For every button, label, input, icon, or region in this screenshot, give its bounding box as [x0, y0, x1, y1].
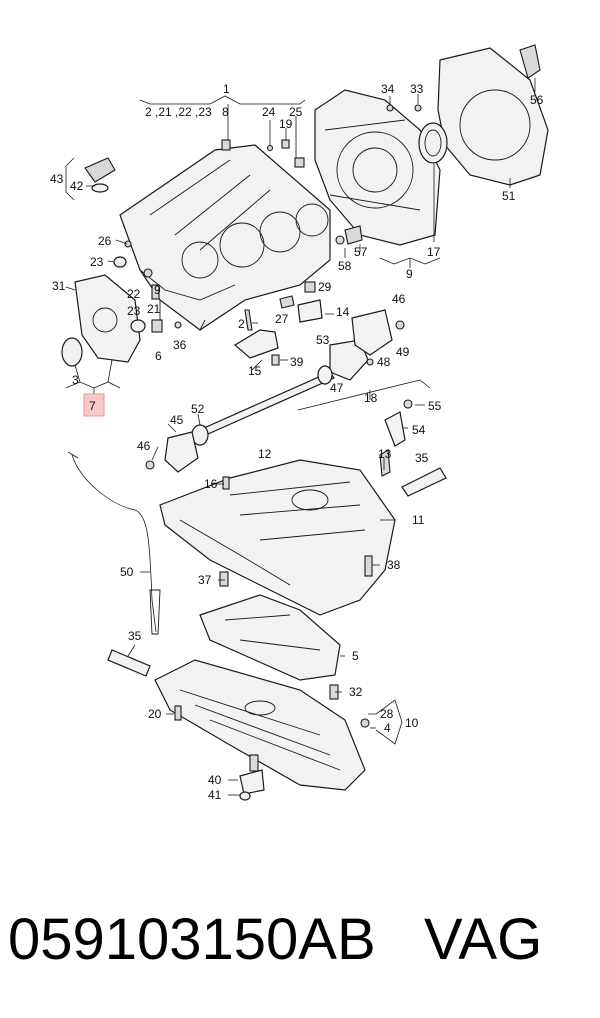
callout-52: 52	[191, 402, 205, 416]
callout-9-b: 9	[406, 267, 413, 281]
callout-40: 40	[208, 773, 222, 787]
callout-1: 1	[223, 82, 230, 96]
callout-51: 51	[502, 189, 516, 203]
callout-42: 42	[70, 179, 84, 193]
rear-seal	[418, 122, 448, 164]
callout-48: 48	[377, 355, 391, 369]
callout-26: 26	[98, 234, 112, 248]
engine-block	[119, 144, 331, 331]
oil-pan-lower	[154, 659, 370, 791]
callout-20: 20	[148, 707, 162, 721]
callout-3: 3	[72, 373, 79, 387]
balance-shaft	[145, 309, 405, 473]
bracket-54	[384, 399, 413, 447]
callout-49: 49	[396, 345, 410, 359]
sealant-tube-lower	[107, 649, 151, 677]
callout-45: 45	[170, 413, 184, 427]
callout-11: 11	[412, 513, 425, 527]
callout-19: 19	[279, 117, 293, 131]
callout-23-b: 23	[127, 304, 141, 318]
leader-lines	[65, 78, 536, 796]
callout-16: 16	[204, 477, 218, 491]
callout-34: 34	[381, 82, 395, 96]
callout-18: 18	[364, 391, 378, 405]
sealant-tube-upper	[401, 467, 447, 497]
callout-6: 6	[155, 349, 162, 363]
callout-labels: 1 2 ,21 ,22 ,23 8 24 19 25 34 33 56 51 4…	[50, 82, 544, 802]
callout-57: 57	[354, 245, 368, 259]
part-number: 059103150AB	[8, 907, 376, 972]
callout-33: 33	[410, 82, 424, 96]
part-number-caption: 059103150AB VAG	[8, 900, 598, 980]
callout-55: 55	[428, 399, 442, 413]
callout-14: 14	[336, 305, 350, 319]
callout-9-a: 9	[154, 283, 161, 297]
callout-31: 31	[52, 279, 66, 293]
callout-53: 53	[316, 333, 330, 347]
exploded-parts-diagram: 1 2 ,21 ,22 ,23 8 24 19 25 34 33 56 51 4…	[50, 44, 549, 802]
callout-38: 38	[387, 558, 401, 572]
callout-7: 7	[89, 399, 96, 413]
callout-58: 58	[338, 259, 352, 273]
callout-21: 21	[147, 302, 161, 316]
highlight-box-7	[83, 393, 105, 417]
callout-35-a: 35	[415, 451, 429, 465]
oil-baffle	[199, 594, 341, 700]
bell-housing	[314, 89, 441, 246]
callout-12: 12	[258, 447, 272, 461]
callout-54: 54	[412, 423, 426, 437]
callout-17: 17	[427, 245, 441, 259]
callout-47: 47	[330, 381, 344, 395]
callout-37: 37	[198, 573, 212, 587]
callout-5: 5	[352, 649, 359, 663]
drain-plug	[239, 754, 265, 801]
oil-pan-upper	[159, 449, 396, 616]
callout-8: 8	[222, 105, 229, 119]
callout-46-a: 46	[392, 292, 406, 306]
callout-43: 43	[50, 172, 64, 186]
callout-32: 32	[349, 685, 363, 699]
callout-28: 28	[380, 707, 394, 721]
callout-39: 39	[290, 355, 304, 369]
callout-56: 56	[530, 93, 544, 107]
callout-2: 2	[238, 317, 245, 331]
callout-27: 27	[275, 312, 289, 326]
callout-2-21-22-23: 2 ,21 ,22 ,23	[145, 105, 212, 119]
callout-50: 50	[120, 565, 134, 579]
callout-35-b: 35	[128, 629, 142, 643]
caption-spacer	[376, 907, 424, 972]
callout-46-b: 46	[137, 439, 151, 453]
dipstick	[67, 451, 161, 635]
adapter-plate	[437, 44, 549, 186]
callout-4: 4	[384, 721, 391, 735]
brand-name: VAG	[424, 907, 543, 972]
callout-29: 29	[318, 280, 332, 294]
callout-15: 15	[248, 364, 262, 378]
callout-13: 13	[378, 447, 392, 461]
callout-24: 24	[262, 105, 276, 119]
callout-10: 10	[405, 716, 419, 730]
callout-41: 41	[208, 788, 222, 802]
callout-36: 36	[173, 338, 187, 352]
callout-25: 25	[289, 105, 303, 119]
callout-23-a: 23	[90, 255, 104, 269]
callout-22: 22	[127, 287, 141, 301]
front-cover	[61, 274, 141, 367]
small-parts-block	[84, 104, 422, 366]
